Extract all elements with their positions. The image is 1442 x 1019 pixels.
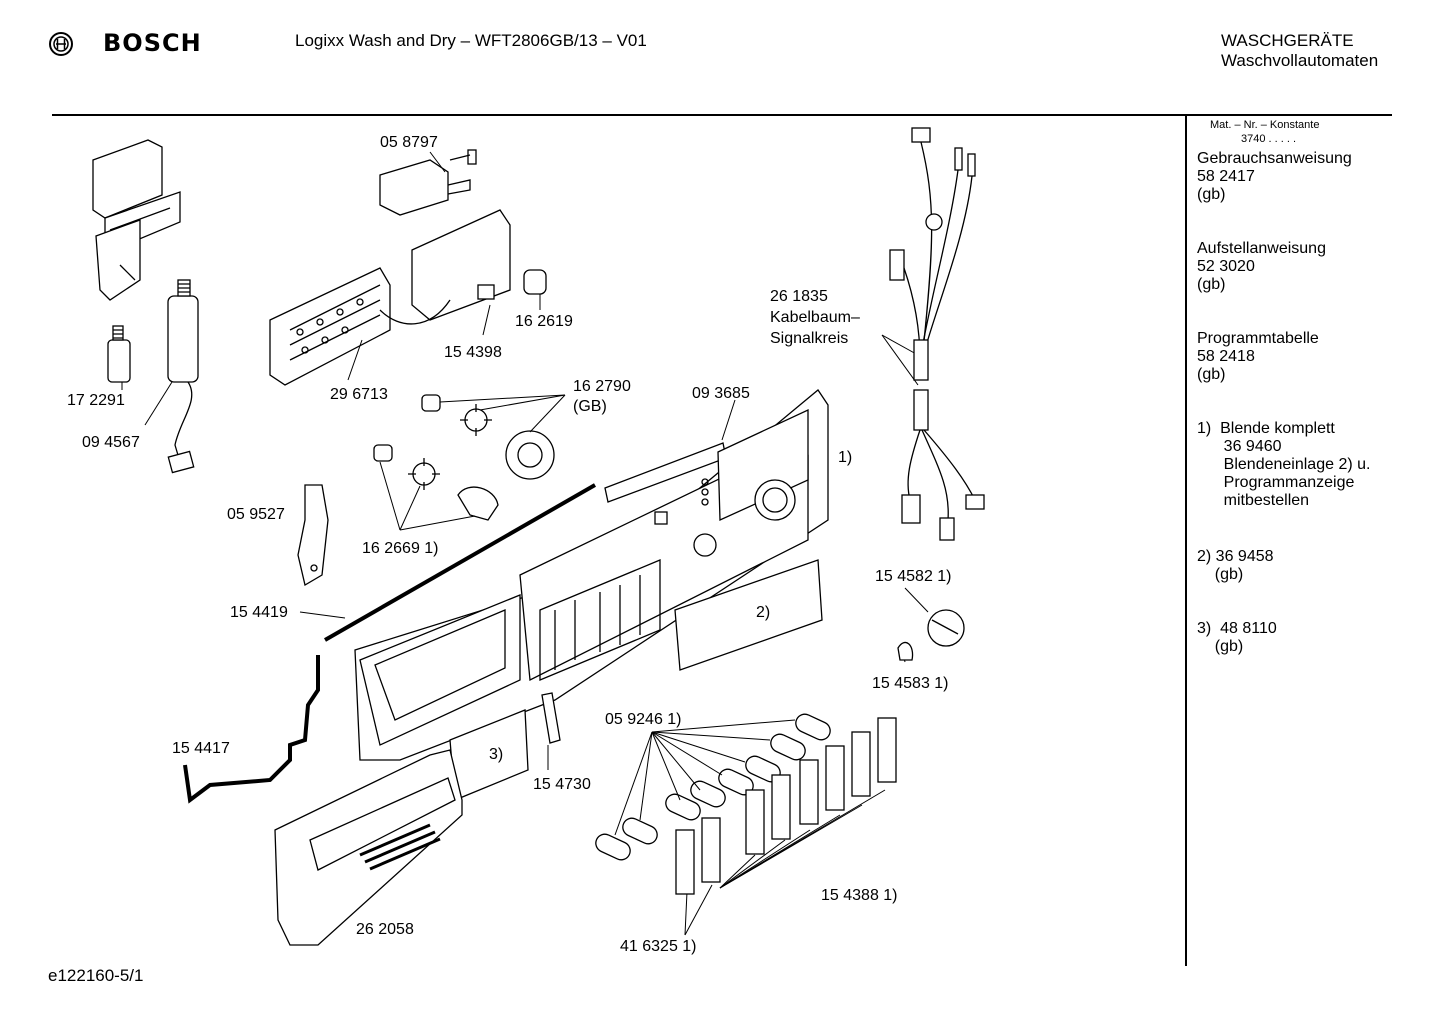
latch-part — [297, 484, 329, 587]
label-154388: 15 4388 1) — [821, 887, 898, 904]
knob-clip-parts — [373, 394, 555, 521]
label-059246: 05 9246 1) — [605, 711, 682, 728]
header-divider — [52, 114, 1392, 116]
label-154730: 15 4730 — [533, 776, 591, 793]
capacitor-small-part — [107, 325, 131, 383]
label-162790-gb: (GB) — [573, 398, 607, 415]
note-block-1: 1) Blende komplett 36 9460 Blendeneinlag… — [1197, 420, 1371, 509]
label-094567: 09 4567 — [82, 434, 140, 451]
wire-harness-part — [889, 127, 985, 541]
note-block-program: Programmtabelle 58 2418 (gb) — [1197, 330, 1319, 383]
label-093685: 09 3685 — [692, 385, 750, 402]
label-154417: 15 4417 — [172, 740, 230, 757]
label-416325: 41 6325 1) — [620, 938, 697, 955]
category: WASCHGERÄTE Waschvollautomaten — [1221, 31, 1378, 71]
seal-strip-part — [183, 483, 596, 804]
label-162790: 16 2790 — [573, 378, 631, 395]
brand-name: BOSCH — [103, 29, 202, 57]
label-154583: 15 4583 1) — [872, 675, 949, 692]
label-059527: 05 9527 — [227, 506, 285, 523]
category-line-2: Waschvollautomaten — [1221, 51, 1379, 70]
exploded-parts-diagram — [92, 127, 985, 946]
label-162619: 16 2619 — [515, 313, 573, 330]
label-172291: 17 2291 — [67, 392, 125, 409]
label-262058: 26 2058 — [356, 921, 414, 938]
note-block-2: 2) 36 9458 (gb) — [1197, 548, 1274, 583]
sidebar-divider — [1185, 114, 1187, 966]
door-flap-part — [274, 749, 463, 946]
leader-lines — [121, 151, 929, 936]
program-knob-part — [897, 609, 965, 661]
document-code: e122160-5/1 — [48, 966, 144, 985]
control-panel-part — [354, 389, 829, 761]
bracket-part — [92, 139, 181, 301]
label-kabelbaum: Kabelbaum– — [770, 309, 860, 326]
label-261835: 26 1835 — [770, 288, 828, 305]
label-296713: 29 6713 — [330, 386, 388, 403]
bosch-logo-icon — [48, 31, 74, 62]
label-note-3: 3) — [489, 746, 504, 763]
mat-header: Mat. – Nr. – Konstante — [1210, 119, 1320, 131]
switch-part — [379, 149, 477, 216]
label-note-1: 1) — [838, 449, 853, 466]
label-154398: 15 4398 — [444, 344, 502, 361]
category-line-1: WASCHGERÄTE — [1221, 31, 1354, 50]
light-guide-part — [541, 692, 561, 744]
push-button-parts — [675, 717, 897, 895]
page-title: Logixx Wash and Dry – WFT2806GB/13 – V01 — [295, 31, 647, 50]
sidebar-notes: Mat. – Nr. – Konstante 3740 . . . . . Ge… — [1197, 118, 1370, 674]
label-signalkreis: Signalkreis — [770, 330, 849, 347]
label-162669: 16 2669 1) — [362, 540, 439, 557]
capacitor-large-part — [167, 279, 199, 474]
led-holder-part — [477, 269, 547, 300]
label-154582: 15 4582 1) — [875, 568, 952, 585]
mat-value: 3740 . . . . . — [1241, 133, 1297, 145]
label-058797: 05 8797 — [380, 134, 438, 151]
label-154419: 15 4419 — [230, 604, 288, 621]
note-block-3: 3) 48 8110 (gb) — [1197, 620, 1277, 655]
label-note-2: 2) — [756, 604, 771, 621]
note-block-install: Aufstellanweisung 52 3020 (gb) — [1197, 240, 1326, 293]
note-block-usage: Gebrauchsanweisung 58 2417 (gb) — [1197, 150, 1352, 203]
